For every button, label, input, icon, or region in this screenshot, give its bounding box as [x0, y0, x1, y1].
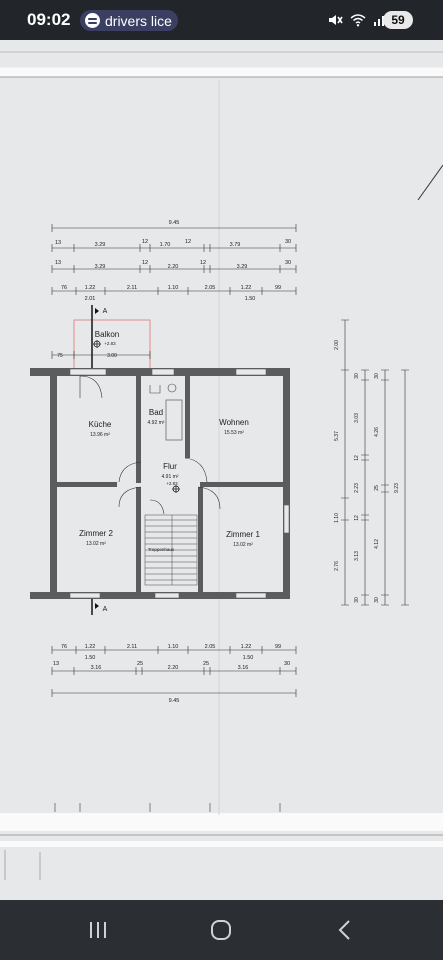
dim-label: 30: [374, 373, 380, 379]
room-area-zimmer-1: 13.02 m²: [233, 542, 253, 548]
clock: 09:02: [27, 10, 71, 29]
room-area-zimmer-2: 13.02 m²: [86, 541, 106, 547]
back-icon: [338, 920, 350, 940]
dim-label: 1.10: [168, 285, 179, 291]
dim-label: 3.13: [354, 551, 360, 561]
dim-label: 2.01: [85, 296, 96, 302]
dim-label: 30: [285, 239, 291, 245]
dim-label: 1.22: [241, 644, 252, 650]
floorplan-drawing: 9.45 9.45 13 3.29 12 1.70 12 3.79 30 13 …: [0, 40, 443, 900]
battery-indicator: 59: [383, 11, 413, 29]
home-button[interactable]: [208, 918, 238, 942]
dim-label: 12: [354, 455, 360, 461]
dim-label: 1.50: [245, 296, 256, 302]
dim-label: 12: [142, 239, 148, 245]
battery-level: 59: [391, 13, 405, 27]
dim-label: 1.50: [243, 655, 254, 661]
dim-label: 13: [55, 260, 61, 266]
dim-label: 25: [374, 485, 380, 491]
dim-label: 2.05: [205, 644, 216, 650]
overall-width-top: 9.45: [169, 220, 180, 226]
recent-apps-button[interactable]: [86, 918, 116, 942]
wifi-icon: [350, 13, 366, 32]
dim-label: 3.79: [230, 242, 241, 248]
room-area-flur: 4.91 m²: [162, 474, 179, 480]
dim-label: 3.29: [237, 264, 248, 270]
dim-label: 2.11: [127, 644, 137, 650]
dim-label: 25: [203, 661, 209, 667]
room-area-bad: 4.92 m²: [148, 420, 165, 426]
dim-label: 30: [354, 597, 360, 603]
dim-label: 12: [354, 515, 360, 521]
dim-label: 2.05: [205, 285, 216, 291]
mute-icon: [327, 13, 343, 32]
dim-label: 76: [61, 285, 67, 291]
room-name-treppenhaus: Treppenhaus: [148, 547, 175, 552]
navigation-bar: [0, 900, 443, 960]
dim-label: 9.23: [394, 483, 400, 493]
dim-label: 3.03: [354, 413, 360, 423]
dim-label: 2.20: [168, 264, 179, 270]
dim-label: 3.29: [95, 242, 106, 248]
dim-label: 1.10: [168, 644, 179, 650]
dim-label: 30: [354, 373, 360, 379]
media-chip[interactable]: drivers lice: [80, 10, 178, 31]
room-name-wohnen: Wohnen: [219, 418, 249, 427]
dim-label: 30: [284, 661, 290, 667]
dim-label: 1.50: [85, 655, 96, 661]
section-marker-top: A: [103, 308, 108, 315]
room-name-balkon: Balkon: [95, 330, 119, 339]
dim-label: 12: [185, 239, 191, 245]
dim-label: 76: [61, 644, 67, 650]
dim-label: 25: [137, 661, 143, 667]
dim-label: 13: [55, 240, 61, 246]
media-chip-label: drivers lice: [105, 12, 172, 29]
dim-label: 30: [374, 597, 380, 603]
room-name-zimmer-2: Zimmer 2: [79, 529, 113, 538]
dim-label: 1.70: [160, 242, 171, 248]
room-name-kueche: Küche: [89, 420, 112, 429]
dim-label: 3.29: [95, 264, 106, 270]
room-level-balkon: +2.83: [104, 341, 116, 346]
dim-label: 12: [142, 260, 148, 266]
system-icons: [327, 13, 387, 32]
overall-width-bottom: 9.45: [169, 698, 180, 704]
dim-label: 12: [200, 260, 206, 266]
room-name-bad: Bad: [149, 408, 163, 417]
dim-label: 2.00: [334, 340, 340, 350]
room-name-zimmer-1: Zimmer 1: [226, 530, 260, 539]
room-area-kueche: 13.96 m²: [90, 432, 110, 438]
dim-label: 1.22: [85, 285, 96, 291]
dim-label: 1.22: [85, 644, 96, 650]
dim-label: 1.22: [241, 285, 252, 291]
dim-label: 2.11: [127, 285, 137, 291]
dim-label: 13: [53, 661, 59, 667]
dim-label: 3.16: [91, 665, 102, 671]
dim-label: 4.26: [374, 427, 380, 437]
dim-label: 3.16: [238, 665, 249, 671]
status-bar: 09:02 drivers lice 59: [0, 0, 443, 40]
dim-label: 2.76: [334, 561, 340, 571]
dim-label: 2.23: [354, 483, 360, 493]
floorplan-photo[interactable]: 9.45 9.45 13 3.29 12 1.70 12 3.79 30 13 …: [0, 40, 443, 900]
room-name-flur: Flur: [163, 462, 177, 471]
dim-label: 2.20: [168, 665, 179, 671]
home-icon: [211, 920, 231, 940]
dim-label: 30: [285, 260, 291, 266]
spotify-icon: [85, 13, 100, 28]
dim-label: 1.10: [334, 513, 340, 523]
recent-apps-icon: [90, 922, 106, 938]
dim-label: 75: [57, 353, 63, 359]
dim-label: 3.00: [107, 353, 117, 359]
dim-label: 5.37: [334, 431, 340, 441]
back-button[interactable]: [333, 918, 363, 942]
dim-label: 99: [275, 285, 281, 291]
room-area-wohnen: 15.53 m²: [224, 430, 244, 436]
dim-label: 99: [275, 644, 281, 650]
dim-label: 4.12: [374, 539, 380, 549]
section-marker-bottom: A: [103, 606, 108, 613]
room-level-flur: +2.83: [166, 481, 178, 486]
